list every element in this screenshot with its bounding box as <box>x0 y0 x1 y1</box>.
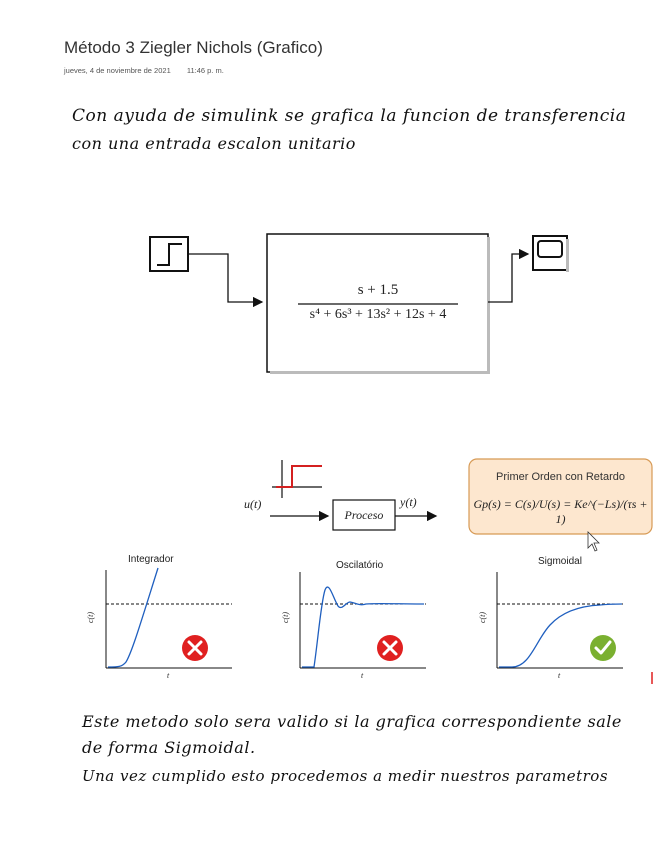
y-axis-label: c(t) <box>478 611 488 624</box>
signal-wire-input <box>188 253 264 308</box>
y-axis-label: c(t) <box>86 611 96 624</box>
transfer-function-block <box>266 233 489 373</box>
handwritten-note-2: con una entrada escalon unitario <box>72 134 356 153</box>
handwritten-note-3: Este metodo solo sera valido si la grafi… <box>82 712 622 731</box>
tf-numerator: s + 1.5 <box>357 282 399 298</box>
graph-oscilatorio <box>299 572 426 669</box>
invalid-x-icon <box>377 635 403 661</box>
page-title: Método 3 Ziegler Nichols (Grafico) <box>64 38 323 57</box>
step-source-block <box>149 236 189 272</box>
graph-title-integrador: Integrador <box>128 554 174 565</box>
input-signal-label: u(t) <box>244 497 262 511</box>
x-axis-label: t <box>167 671 170 680</box>
valid-check-icon <box>590 635 616 661</box>
handwritten-note-5: Una vez cumplido esto procedemos a medir… <box>82 767 609 785</box>
tf-denominator: s⁴ + 6s³ + 13s² + 12s + 4 <box>309 307 447 322</box>
model-formula: Gp(s) = C(s)/U(s) = Ke^(−Ls)/(τs + 1) <box>473 497 648 526</box>
x-axis-label: t <box>361 671 364 680</box>
invalid-x-icon <box>182 635 208 661</box>
page-date: jueves, 4 de noviembre de 2021 <box>64 66 171 75</box>
graph-sigmoidal <box>496 572 623 669</box>
step-input-icon <box>272 460 322 498</box>
x-axis-label: t <box>558 671 561 680</box>
output-signal-label: y(t) <box>400 495 417 509</box>
signal-wire-output <box>488 248 530 303</box>
y-axis-label: c(t) <box>281 611 291 624</box>
handwritten-note-1: Con ayuda de simulink se grafica la func… <box>72 106 627 126</box>
model-box-title: Primer Orden con Retardo <box>496 471 625 483</box>
graph-integrador <box>105 567 232 669</box>
scope-block <box>532 235 569 272</box>
process-block-label: Proceso <box>344 508 384 522</box>
page-time: 11:46 p. m. <box>186 66 224 75</box>
page-timestamp: jueves, 4 de noviembre de 2021 11:46 p. … <box>64 66 238 75</box>
graph-title-sigmoidal: Sigmoidal <box>538 556 582 567</box>
graph-title-oscilatorio: Oscilatório <box>336 560 384 571</box>
mouse-cursor-icon <box>587 531 600 552</box>
handwritten-note-4: de forma Sigmoidal. <box>82 738 256 757</box>
